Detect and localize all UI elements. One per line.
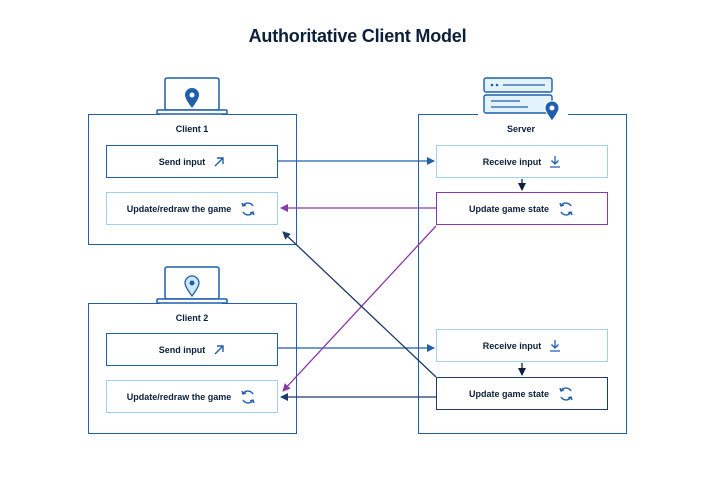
client2-send-input-box: Send input xyxy=(106,333,278,366)
client1-label: Client 1 xyxy=(175,124,209,134)
refresh-icon xyxy=(239,200,257,218)
server-update-state-1-label: Update game state xyxy=(468,203,550,214)
download-icon xyxy=(549,339,561,352)
client1-panel xyxy=(88,114,297,245)
server-state1-to-client2-arrow xyxy=(282,225,437,392)
server-state2-to-client1-arrow xyxy=(282,231,437,378)
client2-send-input-label: Send input xyxy=(158,344,206,355)
server-receive-input-2-label: Receive input xyxy=(482,340,542,351)
server-panel xyxy=(418,114,627,434)
server-receive-input-2-box: Receive input xyxy=(436,329,608,362)
server-icon xyxy=(483,77,553,114)
client2-panel xyxy=(88,303,297,434)
client2-update-label: Update/redraw the game xyxy=(126,391,232,402)
arrow-up-right-icon xyxy=(213,344,225,356)
client2-label: Client 2 xyxy=(175,313,209,323)
diagram-title: Authoritative Client Model xyxy=(248,26,467,46)
client1-send-input-box: Send input xyxy=(106,145,278,178)
location-pin-icon xyxy=(544,100,560,122)
refresh-icon xyxy=(239,388,257,406)
client1-update-box: Update/redraw the game xyxy=(106,192,278,225)
server-receive-input-1-box: Receive input xyxy=(436,145,608,178)
client1-send-input-label: Send input xyxy=(158,156,206,167)
server-update-state-1-box: Update game state xyxy=(436,192,608,225)
refresh-icon xyxy=(557,200,575,218)
server-receive-input-1-label: Receive input xyxy=(482,156,542,167)
refresh-icon xyxy=(557,385,575,403)
location-pin-icon xyxy=(184,275,200,298)
client2-update-box: Update/redraw the game xyxy=(106,380,278,413)
server-update-state-2-box: Update game state xyxy=(436,377,608,410)
download-icon xyxy=(549,155,561,168)
arrow-up-right-icon xyxy=(213,156,225,168)
server-label: Server xyxy=(506,124,536,134)
client1-update-label: Update/redraw the game xyxy=(126,203,232,214)
location-pin-icon xyxy=(185,88,199,108)
server-update-state-2-label: Update game state xyxy=(468,388,550,399)
